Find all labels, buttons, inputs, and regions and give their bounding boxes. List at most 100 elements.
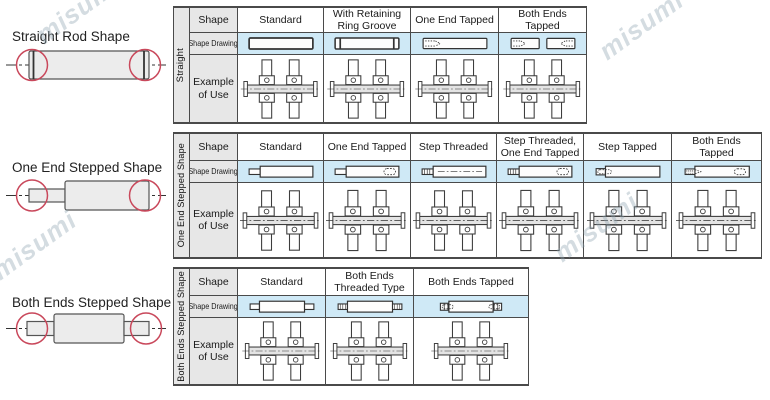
bearing-mount-assembly-icon (502, 59, 584, 119)
col-header: One End Tapped (324, 134, 410, 160)
end-highlight-circle (128, 48, 162, 82)
shape-drawing-cell (238, 296, 325, 317)
example-cell (411, 183, 496, 257)
example-cell (499, 55, 586, 122)
rod-both-ends-tapped-icon (504, 35, 582, 52)
shape-drawing-cell (414, 296, 528, 317)
shape-drawing-cell (238, 33, 323, 54)
rod-one-end-tapped-icon (416, 35, 494, 52)
col-header: Step Threaded, One End Tapped (497, 134, 583, 160)
example-cell (324, 183, 410, 257)
end-highlight-circle (15, 48, 49, 82)
rod-plain-icon (242, 35, 320, 52)
side-label-text: One End Stepped Shape (176, 143, 187, 248)
table-side-label: Straight (174, 8, 189, 122)
step-plain-icon (242, 163, 320, 180)
end-highlight-circle (15, 312, 49, 345)
example-row-label-text: Example of Use (193, 207, 234, 232)
example-row-label: Example of Use (190, 55, 237, 122)
misumi-watermark: misumi (593, 0, 690, 66)
example-cell (238, 183, 323, 257)
col-header: Standard (238, 134, 323, 160)
example-cell (238, 318, 325, 384)
shape-category-label-straight: Straight Rod Shape (12, 29, 130, 44)
col-header: Standard (238, 8, 323, 32)
end-highlight-circle (15, 179, 49, 212)
example-cell (411, 55, 498, 122)
example-cell (238, 55, 323, 122)
col-header: Step Threaded (411, 134, 496, 160)
bearing-mount-assembly-icon (421, 321, 521, 381)
bearing-mount-assembly-icon (587, 187, 669, 254)
step-both-ends-tapped-icon (678, 163, 756, 180)
one-end-stepped-diagram (6, 179, 166, 212)
corner-header: Shape (190, 134, 237, 160)
example-row-label-text: Example of Use (193, 338, 234, 363)
col-header: Both Ends Threaded Type (326, 269, 413, 295)
example-cell (326, 318, 413, 384)
shape-drawing-cell (497, 161, 583, 182)
bearing-mount-assembly-icon (241, 321, 323, 381)
example-cell (324, 55, 410, 122)
col-header: One End Tapped (411, 8, 498, 32)
example-cell (584, 183, 671, 257)
col-header: Step Tapped (584, 134, 671, 160)
example-row-label-text: Example of Use (193, 76, 234, 101)
drawing-row-label-text: Shape Drawing (190, 300, 237, 311)
drawing-row-label: Shape Drawing (190, 33, 237, 54)
step-tapped-icon (589, 163, 667, 180)
step-one-end-tapped-icon (328, 163, 406, 180)
bearing-mount-assembly-icon (240, 59, 321, 119)
shape-drawing-cell (238, 161, 323, 182)
example-cell (414, 318, 528, 384)
bearing-mount-assembly-icon (414, 59, 496, 119)
both-step-threaded-icon (331, 298, 409, 315)
table-side-label: One End Stepped Shape (174, 134, 189, 257)
shape-drawing-cell (324, 161, 410, 182)
col-header: Both Ends Tapped (414, 269, 528, 295)
both-ends-stepped-diagram (6, 312, 166, 345)
straight-shapes-table: Straight Shape Standard With Retaining R… (173, 6, 587, 124)
shape-drawing-cell (584, 161, 671, 182)
example-cell (672, 183, 761, 257)
both-ends-stepped-shapes-table: Both Ends Stepped Shape Shape Standard B… (173, 267, 529, 386)
shape-drawing-cell (672, 161, 761, 182)
example-row-label: Example of Use (190, 318, 237, 384)
shape-drawing-cell (499, 33, 586, 54)
one-end-stepped-shapes-table: One End Stepped Shape Shape Standard One… (173, 132, 762, 259)
bearing-mount-assembly-icon (326, 187, 408, 254)
corner-header: Shape (190, 8, 237, 32)
shape-drawing-cell (324, 33, 410, 54)
bearing-mount-assembly-icon (499, 187, 581, 254)
both-step-tapped-icon (421, 298, 521, 315)
drawing-row-label-text: Shape Drawing (190, 165, 237, 176)
table-side-label: Both Ends Stepped Shape (174, 269, 189, 384)
drawing-row-label: Shape Drawing (190, 296, 237, 317)
both-step-plain-icon (243, 298, 321, 315)
example-row-label: Example of Use (190, 183, 237, 257)
bearing-mount-assembly-icon (240, 187, 321, 254)
corner-header: Shape (190, 269, 237, 295)
side-label-text: Both Ends Stepped Shape (176, 271, 187, 382)
end-highlight-circle (129, 312, 163, 345)
col-header: Standard (238, 269, 325, 295)
example-cell (497, 183, 583, 257)
step-threaded-one-end-tapped-icon (501, 163, 579, 180)
bearing-mount-assembly-icon (329, 321, 411, 381)
rod-retaining-ring-groove-icon (328, 35, 406, 52)
col-header: With Retaining Ring Groove (324, 8, 410, 32)
shape-category-label-both-ends-stepped: Both Ends Stepped Shape (12, 295, 172, 310)
shape-drawing-cell (411, 161, 496, 182)
step-threaded-icon (415, 163, 493, 180)
shape-drawing-cell (411, 33, 498, 54)
bearing-mount-assembly-icon (413, 187, 494, 254)
shape-category-label-one-end-stepped: One End Stepped Shape (12, 160, 163, 175)
bearing-mount-assembly-icon (676, 187, 758, 254)
end-highlight-circle (128, 179, 162, 212)
drawing-row-label-text: Shape Drawing (190, 37, 237, 48)
drawing-row-label: Shape Drawing (190, 161, 237, 182)
bearing-mount-assembly-icon (326, 59, 408, 119)
shape-drawing-cell (326, 296, 413, 317)
side-label-text: Straight (175, 47, 187, 83)
